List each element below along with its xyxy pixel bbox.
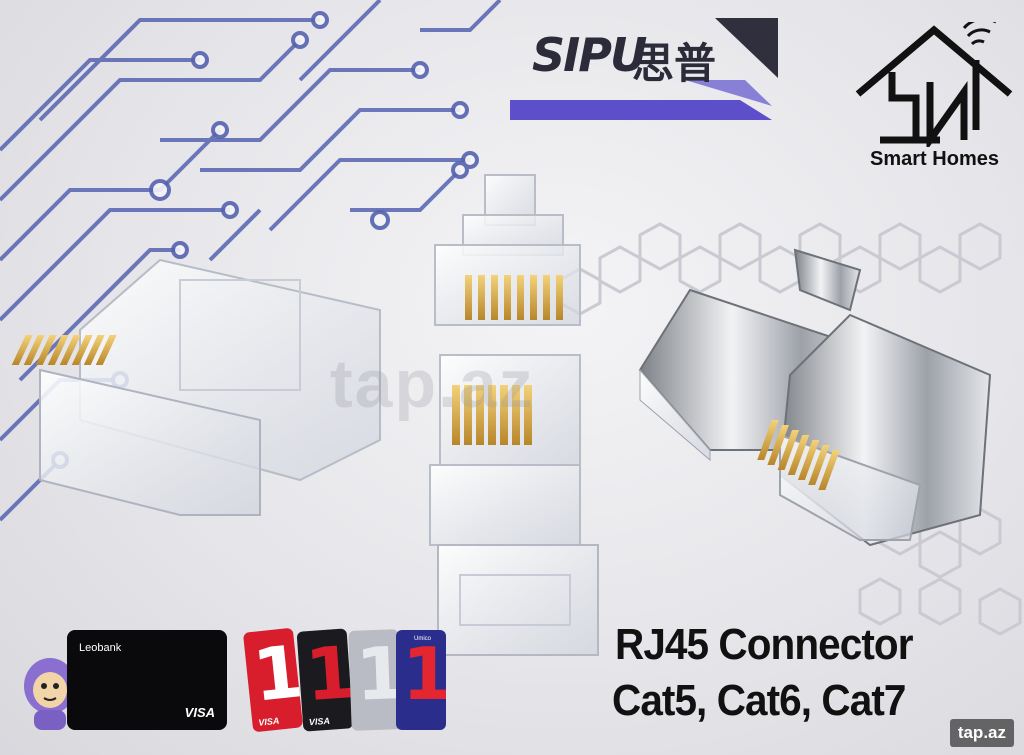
circuit-traces bbox=[0, 0, 502, 522]
kapital-card-black: 1 VISA bbox=[296, 628, 354, 732]
sipu-brand-logo: SIPU 思普 bbox=[510, 18, 778, 120]
umico-card: Umico 1 bbox=[396, 630, 446, 730]
sipu-logo-shape bbox=[510, 18, 778, 120]
card-number-one-icon: 1 bbox=[354, 630, 402, 717]
clear-connector-top bbox=[434, 174, 581, 326]
visa-logo: VISA bbox=[308, 715, 331, 728]
kapital-card-red: 1 VISA bbox=[242, 627, 304, 733]
visa-logo: VISA bbox=[257, 715, 280, 728]
leobank-mascot-icon bbox=[24, 658, 76, 730]
card-number-one-icon: 1 bbox=[302, 629, 354, 718]
card-number-one-icon: 1 bbox=[402, 632, 446, 716]
clear-connector-front bbox=[429, 354, 599, 656]
clear-connector-left bbox=[11, 258, 381, 516]
site-badge[interactable]: tap.az bbox=[949, 719, 1014, 747]
sipu-wordmark: SIPU bbox=[532, 28, 647, 82]
smart-homes-name: Smart Homes bbox=[870, 148, 999, 170]
product-categories: Cat5, Cat6, Cat7 bbox=[612, 676, 906, 725]
circuit-pads bbox=[51, 11, 479, 469]
leobank-name: Leobank bbox=[79, 642, 122, 654]
kapital-card-silver: 1 bbox=[348, 629, 402, 731]
sipu-chinese-wordmark: 思普 bbox=[632, 39, 717, 88]
visa-logo: VISA bbox=[184, 705, 215, 720]
product-title: RJ45 Connector bbox=[615, 620, 913, 669]
leobank-card: Leobank VISA bbox=[67, 630, 227, 730]
shielded-connector-front bbox=[757, 313, 992, 547]
watermark: tap.az bbox=[330, 346, 535, 422]
umico-label: Umico bbox=[414, 636, 432, 642]
